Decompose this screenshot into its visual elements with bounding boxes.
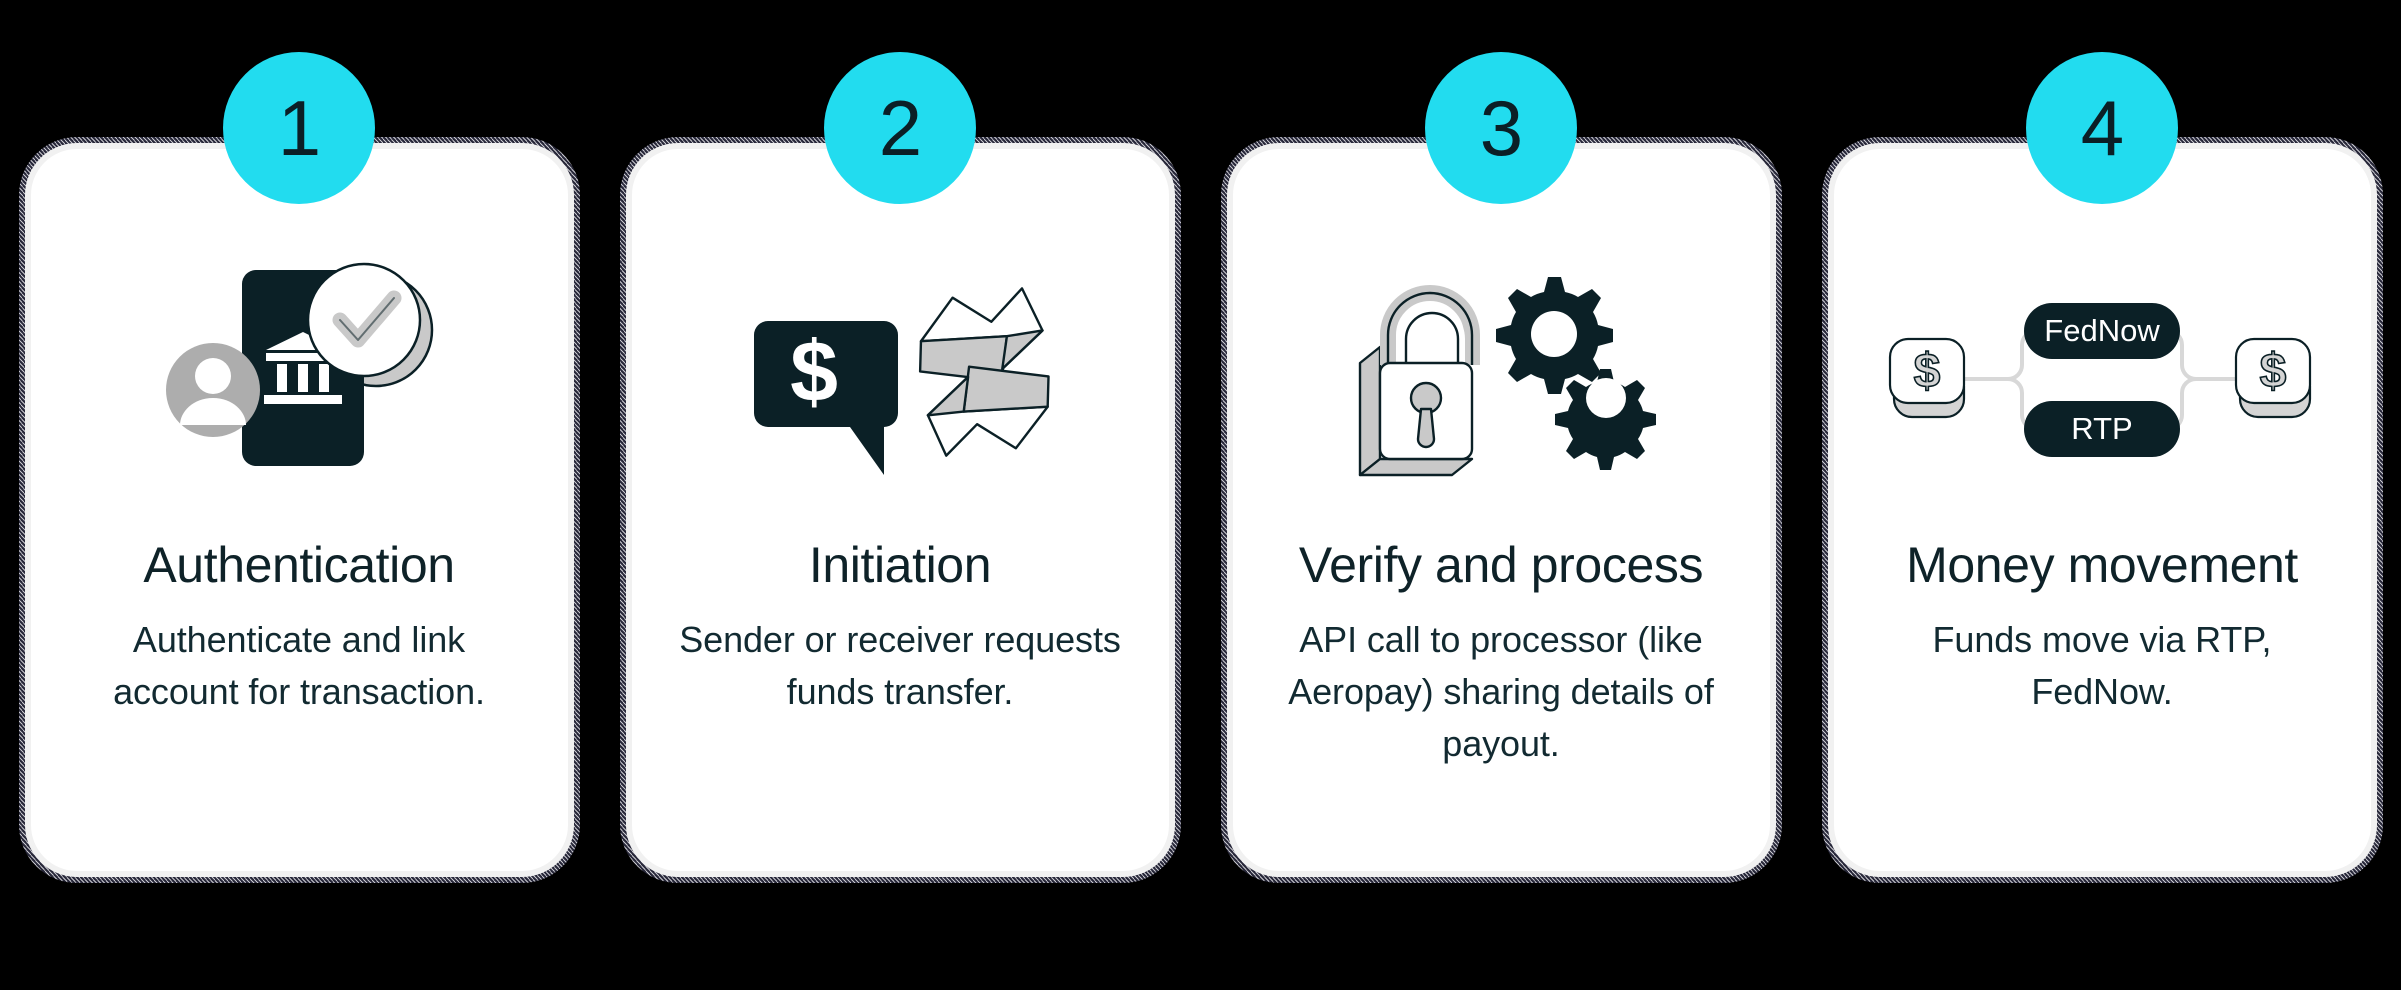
dollar-token-icon: $ xyxy=(1888,337,1966,419)
step-number-badge-1: 1 xyxy=(223,52,375,204)
step-card-2[interactable]: 2 $ xyxy=(619,52,1181,883)
step-number-badge-2: 2 xyxy=(824,52,976,204)
step-number-badge-3: 3 xyxy=(1425,52,1577,204)
padlock-icon xyxy=(1358,285,1480,477)
svg-text:RTP: RTP xyxy=(2071,411,2132,446)
dollar-speech-bubble-icon: $ xyxy=(754,321,898,475)
card-body-1: Authentication Authenticate and link acc… xyxy=(30,149,568,871)
card-description-3: API call to processor (like Aeropay) sha… xyxy=(1288,618,1714,764)
money-request-transfer-icon: $ xyxy=(632,223,1169,523)
step-card-3[interactable]: 3 xyxy=(1220,52,1782,883)
step-number-2: 2 xyxy=(878,84,922,172)
gears-icon xyxy=(1496,277,1656,470)
step-number-3: 3 xyxy=(1479,84,1523,172)
card-title-2: Initiation xyxy=(808,537,992,593)
card-description-2: Sender or receiver requests funds transf… xyxy=(679,618,1121,712)
card-title-4: Money movement xyxy=(1906,537,2298,593)
svg-text:$: $ xyxy=(790,324,838,420)
step-card-1[interactable]: 1 xyxy=(18,52,580,883)
svg-text:FedNow: FedNow xyxy=(2044,313,2160,348)
card-body-3: Verify and process API call to processor… xyxy=(1232,149,1770,871)
rtp-pill: RTP xyxy=(2024,401,2180,457)
svg-text:$: $ xyxy=(1914,345,1941,398)
exchange-arrows-icon xyxy=(918,287,1050,457)
card-body-2: $ xyxy=(631,149,1169,871)
secure-processing-icon xyxy=(1233,223,1770,523)
svg-text:$: $ xyxy=(2260,345,2287,398)
dollar-token-icon: $ xyxy=(2234,337,2312,419)
card-title-1: Authentication xyxy=(143,537,455,593)
card-title-3: Verify and process xyxy=(1298,537,1704,593)
fednow-pill: FedNow xyxy=(2024,303,2180,359)
step-number-1: 1 xyxy=(277,84,321,172)
step-card-4[interactable]: 4 xyxy=(1821,52,2383,883)
step-number-badge-4: 4 xyxy=(2026,52,2178,204)
step-number-4: 4 xyxy=(2080,84,2124,172)
bank-account-verified-icon xyxy=(31,223,568,523)
card-description-1: Authenticate and link account for transa… xyxy=(113,618,485,712)
rails-network-icon: $ $ FedNow xyxy=(1834,223,2371,523)
card-body-4: $ $ FedNow xyxy=(1833,149,2371,871)
card-description-4: Funds move via RTP, FedNow. xyxy=(1932,618,2272,712)
